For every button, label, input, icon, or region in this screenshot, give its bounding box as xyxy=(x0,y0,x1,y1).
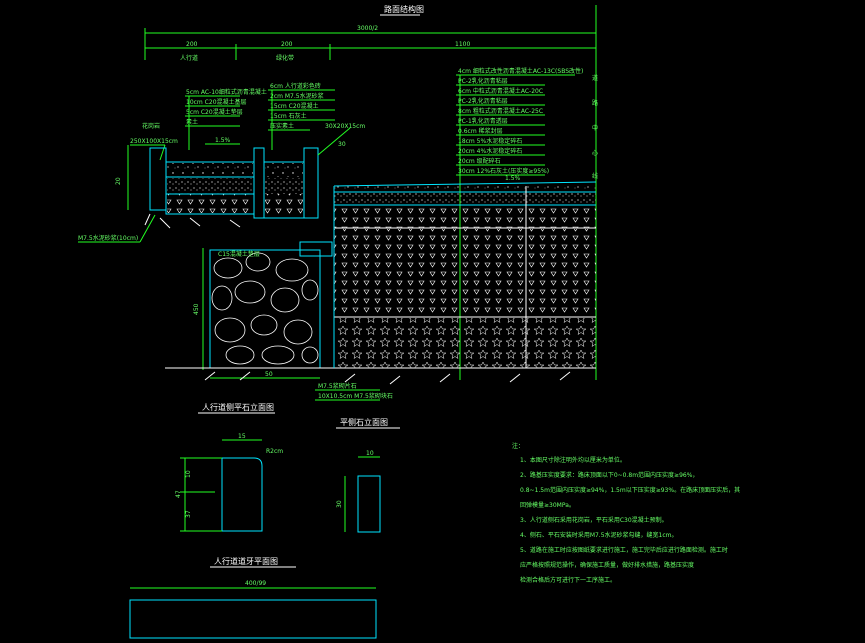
gravel-label: C15混凝土垫层 xyxy=(218,250,260,258)
curb-height-label: 20 xyxy=(115,177,122,185)
svg-text:15cm C20混凝土: 15cm C20混凝土 xyxy=(270,102,319,110)
total-dimension-label: 3000/2 xyxy=(357,25,378,32)
svg-text:0.6cm 稀浆封层: 0.6cm 稀浆封层 xyxy=(458,127,503,135)
note-2b: 0.8~1.5m范围内压实度≥94%，1.5m以下压实度≥93%。在路床顶面压实… xyxy=(520,486,740,494)
sidewalk-plan-shape xyxy=(129,599,377,639)
svg-text:20cm 级配碎石: 20cm 级配碎石 xyxy=(458,157,501,165)
sidewalk-plan-title: 人行道道牙平面图 xyxy=(214,556,278,566)
bottom-width-label: 50 xyxy=(265,371,273,378)
note-5b: 应严格按照规范操作，确保施工质量，做好排水措施，路基压实度 xyxy=(520,561,694,569)
svg-text:路: 路 xyxy=(592,99,598,107)
svg-text:PC-2乳化沥青粘层: PC-2乳化沥青粘层 xyxy=(458,77,508,85)
curb-size-label: 250X100X15cm xyxy=(130,138,178,145)
elev-radius-label: R2cm xyxy=(266,448,283,455)
curb-elevation-title: 人行道侧平石立面图 xyxy=(202,402,274,412)
elev-height-a: 10 xyxy=(185,470,192,478)
plan-length-label: 400/99 xyxy=(245,580,266,587)
slope-right-label: 1.5% xyxy=(505,175,521,182)
ground-hatch xyxy=(204,371,571,385)
svg-text:15cm 石灰土: 15cm 石灰土 xyxy=(270,112,307,120)
flat-width-label: 10 xyxy=(366,450,374,457)
note-3: 3、人行道侧石采用花岗岩，平石采用C30混凝土预制。 xyxy=(520,516,668,524)
elev-height-b: 37 xyxy=(185,510,192,518)
seg-b-label: 200 xyxy=(281,41,293,48)
note-1: 1、本图尺寸除注明外均以厘米为单位。 xyxy=(520,456,626,464)
svg-text:压实素土: 压实素土 xyxy=(270,122,294,130)
svg-text:线: 线 xyxy=(592,172,598,180)
svg-text:2cm M7.5水泥砂浆: 2cm M7.5水泥砂浆 xyxy=(270,92,324,100)
svg-text:18cm 5%水泥稳定碎石: 18cm 5%水泥稳定碎石 xyxy=(458,137,522,145)
right-stone-width: 30 xyxy=(338,141,346,148)
svg-text:素土: 素土 xyxy=(186,118,198,126)
svg-text:20cm 4%水泥稳定碎石: 20cm 4%水泥稳定碎石 xyxy=(458,147,522,155)
svg-text:30cm 12%石灰土(压实度≥95%): 30cm 12%石灰土(压实度≥95%) xyxy=(458,167,549,175)
svg-text:5cm AC-10细粒式沥青混凝土: 5cm AC-10细粒式沥青混凝土 xyxy=(186,88,267,96)
svg-text:6cm 中粒式沥青混凝土AC-20C: 6cm 中粒式沥青混凝土AC-20C xyxy=(458,87,543,95)
soil-hatch xyxy=(144,213,241,229)
granite-size-label: 30X20X15cm xyxy=(325,123,365,130)
note-5c: 检测合格后方可进行下一工序施工。 xyxy=(520,576,616,584)
middle-curb-stone xyxy=(253,147,265,219)
notes-block: 注： 1、本图尺寸除注明外均以厘米为单位。 2、路基压实度要求：路床顶面以下0~… xyxy=(512,442,740,584)
mid-layer-callouts: 6cm 人行道彩色砖 2cm M7.5水泥砂浆 15cm C20混凝土 15cm… xyxy=(268,82,335,150)
svg-text:6cm 人行道彩色砖: 6cm 人行道彩色砖 xyxy=(270,82,321,90)
flat-stone-shape xyxy=(357,475,381,533)
notes-heading: 注： xyxy=(512,442,524,450)
note-4: 4、侧石、平石安装时采用M7.5水泥砂浆勾缝，缝宽1cm。 xyxy=(520,531,678,539)
svg-text:10cm C20混凝土基层: 10cm C20混凝土基层 xyxy=(186,98,247,106)
right-curb-stone xyxy=(303,147,319,219)
svg-text:心: 心 xyxy=(592,150,598,157)
slope-left-label: 1.5% xyxy=(215,137,231,144)
svg-text:8cm 粗粒式沥青混凝土AC-25C: 8cm 粗粒式沥青混凝土AC-25C xyxy=(458,107,543,115)
flat-height-label: 30 xyxy=(336,500,343,508)
road-pavement xyxy=(333,181,597,368)
seg-c-label: 1100 xyxy=(455,41,470,48)
svg-text:中: 中 xyxy=(592,124,598,132)
note-5: 5、道路在施工时应按图纸要求进行施工，施工完毕后应进行路面检测。施工时 xyxy=(520,546,728,554)
elev-height-total: 47 xyxy=(175,490,182,498)
left-height-label: 450 xyxy=(193,303,200,315)
left-mortar-label: M7.5水泥砂浆(10cm) xyxy=(78,234,138,242)
svg-text:PC-2乳化沥青粘层: PC-2乳化沥青粘层 xyxy=(458,97,508,105)
centerline-label: 道 路 中 心 线 xyxy=(592,74,598,180)
seg-a-sub: 人行道 xyxy=(180,54,198,62)
left-curb-stone xyxy=(149,147,167,211)
note-2c: 回弹模量≥30MPa。 xyxy=(520,501,575,509)
note-2: 2、路基压实度要求：路床顶面以下0~0.8m范围内压实度≥96%， xyxy=(520,471,698,479)
elev-width-label: 15 xyxy=(238,433,246,440)
svg-text:道: 道 xyxy=(592,74,598,82)
base-mortar-2: 10X10.5cm M7.5浆砌块石 xyxy=(318,392,393,400)
seg-b-sub: 绿化带 xyxy=(276,54,294,62)
svg-text:PC-1乳化沥青透层: PC-1乳化沥青透层 xyxy=(458,117,508,125)
right-layer-callouts: 4cm 细粒式改性沥青混凝土AC-13C(SBS改性) PC-2乳化沥青粘层 6… xyxy=(456,67,583,380)
curb-material-label: 花岗岩 xyxy=(142,122,160,130)
curb-elevation-shape xyxy=(221,457,263,532)
foundation-cap xyxy=(299,241,333,257)
svg-text:4cm 细粒式改性沥青混凝土AC-13C(SBS改性): 4cm 细粒式改性沥青混凝土AC-13C(SBS改性) xyxy=(458,67,583,75)
svg-text:5cm C20混凝土垫层: 5cm C20混凝土垫层 xyxy=(186,108,243,116)
main-title: 路面结构图 xyxy=(384,4,424,14)
left-layer-callouts: 5cm AC-10细粒式沥青混凝土 10cm C20混凝土基层 5cm C20混… xyxy=(185,88,267,150)
seg-a-label: 200 xyxy=(186,41,198,48)
base-mortar-1: M7.5浆砌片石 xyxy=(318,382,357,390)
flat-stone-title: 平侧石立面图 xyxy=(340,417,388,427)
